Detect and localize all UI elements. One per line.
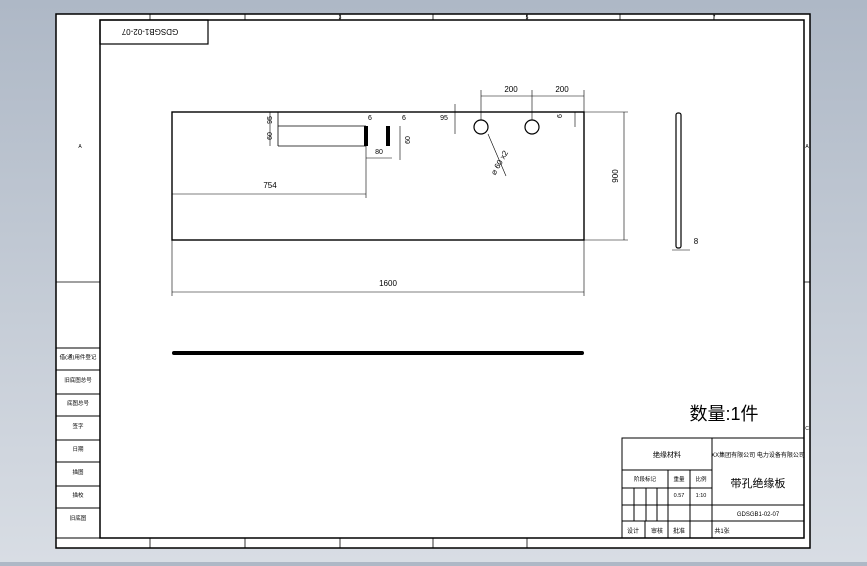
zone-label-side: A (805, 144, 809, 150)
dim-label: 200 (555, 85, 569, 94)
slot-slit[interactable] (364, 126, 368, 146)
zone-label-top: 7 (713, 15, 716, 21)
dim-label: 60 (405, 136, 412, 144)
side-label: 旧底图总号 (64, 376, 92, 384)
dim-label: 6 (557, 114, 564, 118)
slot-slit[interactable] (386, 126, 390, 146)
sheet-count: 共1张 (714, 527, 729, 535)
dim-label: 900 (611, 169, 620, 183)
weight-label: 重量 (673, 475, 685, 483)
plate-outline[interactable] (171, 111, 585, 241)
side-label: 日期 (72, 446, 84, 453)
dim-label: 754 (263, 181, 277, 190)
dim-label: 6 (402, 115, 406, 122)
dim-label: 95 (267, 116, 274, 124)
weight-value: 0.57 (674, 493, 685, 499)
quantity-note: 数量:1件 (689, 404, 758, 424)
dim-label: 1600 (379, 279, 397, 288)
dim-label: 95 (440, 115, 448, 122)
scale-label: 比例 (695, 475, 707, 483)
dim-label: 8 (694, 237, 699, 246)
part-name: 带孔绝缘板 (731, 476, 786, 490)
zone-label-top: 5 (526, 15, 529, 21)
bottom-view[interactable] (172, 351, 584, 355)
dimension-lines (171, 90, 628, 296)
side-register (55, 347, 101, 539)
dim-label: 200 (504, 85, 518, 94)
material-label: 绝缘材料 (653, 450, 681, 459)
inner-frame (99, 19, 805, 539)
side-label: 底图总号 (67, 399, 90, 407)
side-label: 描校 (72, 491, 84, 499)
drawing-number: GDSGB1-02-07 (737, 512, 780, 518)
zone-label-side: C (805, 426, 809, 432)
scale-value: 1:10 (696, 493, 707, 499)
dim-label: 80 (375, 149, 383, 156)
approve-label: 批准 (673, 527, 685, 535)
zone-ticks (56, 14, 810, 548)
dim-label: 60 (267, 132, 274, 140)
sheet-border (55, 13, 811, 549)
reviewer-label: 审核 (651, 527, 663, 535)
side-label: 描图 (72, 468, 84, 476)
side-view[interactable] (675, 112, 682, 249)
side-label: 签字 (72, 422, 84, 430)
title-block (621, 437, 805, 539)
zone-label-top: 3 (339, 15, 342, 21)
zone-label-side: A (78, 144, 82, 150)
stamp-box (99, 19, 209, 45)
dim-label: 6 (368, 115, 372, 122)
side-label: 旧底图 (70, 514, 87, 522)
stage-label: 阶段标记 (634, 475, 657, 483)
designer-label: 设计 (627, 527, 639, 535)
company-name: XX集团有限公司 电力设备有限公司 (711, 451, 805, 459)
side-label: 借(通)用件登记 (60, 353, 97, 361)
stamp-text: GDSGB1-02-07 (121, 27, 178, 36)
